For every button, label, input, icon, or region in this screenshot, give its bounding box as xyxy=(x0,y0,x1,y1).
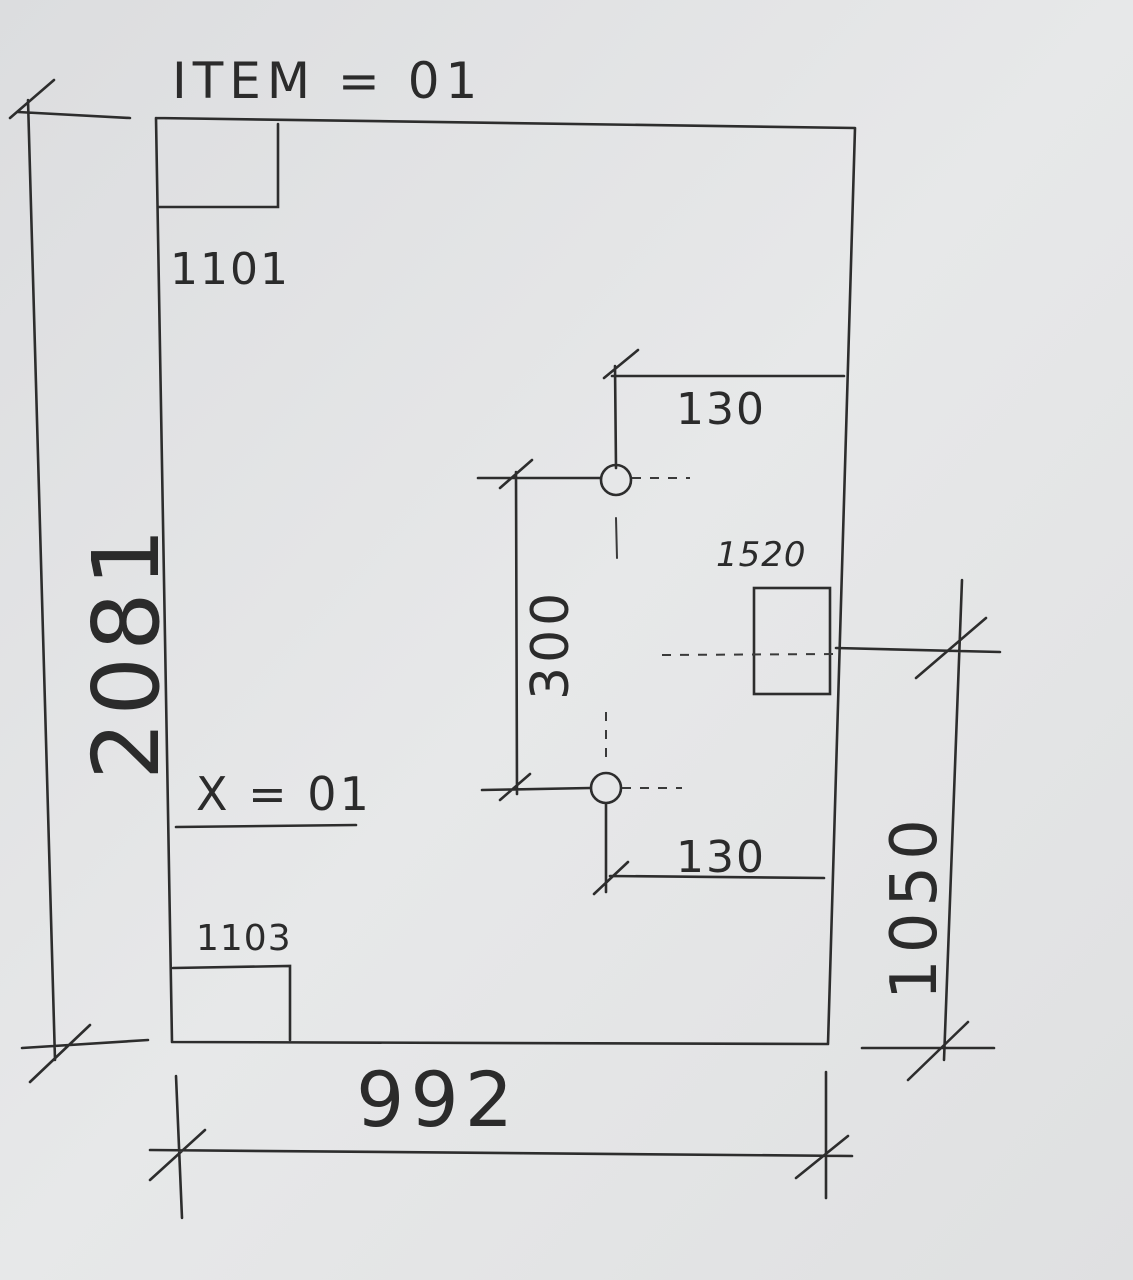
hinge-height: 1050 xyxy=(878,813,952,1000)
corner-block-bottom xyxy=(171,964,292,1042)
corner-bottom-code: 1103 xyxy=(196,918,292,959)
overall-width: 992 xyxy=(356,1055,519,1144)
hole-offset-top: 130 xyxy=(676,384,766,435)
item-label: ITEM = 01 xyxy=(172,52,483,110)
panel-outline xyxy=(154,116,857,1046)
quantity-underline xyxy=(174,823,358,829)
corner-top-code: 1101 xyxy=(170,244,290,295)
bottom-hole-extension xyxy=(592,802,826,896)
overall-height: 2081 xyxy=(73,522,180,780)
lock-code: 1520 xyxy=(716,535,807,575)
hole-spacing: 300 xyxy=(521,589,581,700)
height-dimension-line xyxy=(8,78,150,1084)
corner-block-top xyxy=(156,122,280,209)
lock-cutout xyxy=(752,586,832,696)
bottom-hole-centerline xyxy=(605,712,682,789)
lock-centerline xyxy=(661,653,837,656)
top-hole-extension xyxy=(602,348,846,470)
hole-offset-bottom: 130 xyxy=(676,832,766,883)
hole-spacing-line xyxy=(476,458,602,802)
top-hole-icon xyxy=(599,463,633,497)
width-dimension-line xyxy=(148,1070,854,1220)
hinge-dimension-line xyxy=(834,578,1002,1082)
top-hole-vertical-tick xyxy=(615,517,618,559)
quantity-label: X = 01 xyxy=(196,767,372,821)
